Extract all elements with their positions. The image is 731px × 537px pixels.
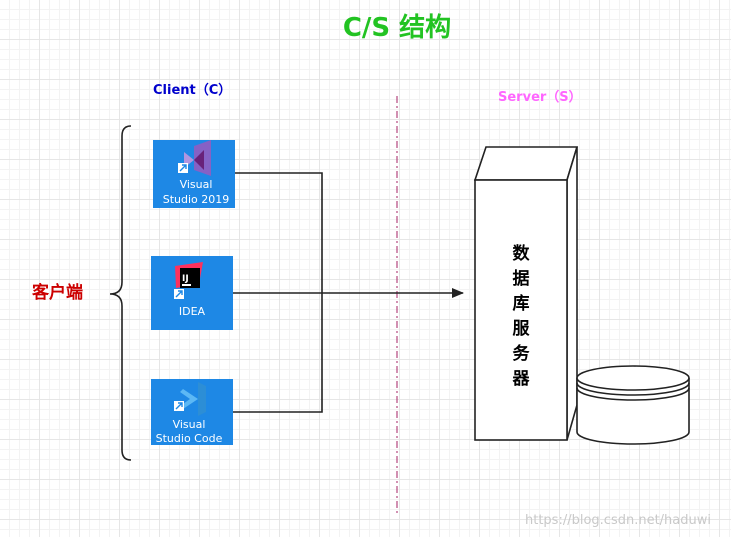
intellij-idea-icon: IJ <box>175 262 203 288</box>
diagram-title: C/S 结构 <box>343 13 451 43</box>
shortcut-arrow-icon <box>174 289 184 299</box>
database-server-box: 数 据 库 服 务 器 <box>473 146 579 441</box>
visual-studio-icon <box>184 140 211 176</box>
svg-text:IJ: IJ <box>182 274 189 284</box>
db-server-label-char: 数 <box>513 243 531 264</box>
app-label-line2: Studio Code <box>156 432 223 445</box>
shortcut-arrow-icon <box>178 163 188 173</box>
watermark-text: https://blog.csdn.net/haduwi <box>525 513 711 528</box>
db-server-label-char: 服 <box>513 319 531 339</box>
app-label-line1: IDEA <box>179 305 206 318</box>
db-server-label-char: 据 <box>513 268 530 289</box>
clients-brace <box>109 125 132 461</box>
vscode-icon <box>180 382 206 416</box>
db-server-label-char: 务 <box>513 343 531 364</box>
app-tile-visual-studio-code[interactable]: Visual Studio Code <box>151 379 233 445</box>
server-header: Server（S） <box>498 89 582 105</box>
app-label-line2: Studio 2019 <box>163 193 230 206</box>
app-label-line1: Visual <box>173 418 206 431</box>
shortcut-arrow-icon <box>174 401 184 411</box>
app-tile-visual-studio-2019[interactable]: Visual Studio 2019 <box>153 140 235 208</box>
client-header: Client（C） <box>153 82 231 98</box>
app-tile-idea[interactable]: IJ IDEA <box>151 256 233 330</box>
db-server-label-char: 库 <box>513 293 530 314</box>
app-label-line1: Visual <box>180 178 213 191</box>
clients-label: 客户端 <box>31 282 83 303</box>
db-server-label-char: 器 <box>512 369 531 389</box>
database-cylinder-icon <box>576 365 690 445</box>
